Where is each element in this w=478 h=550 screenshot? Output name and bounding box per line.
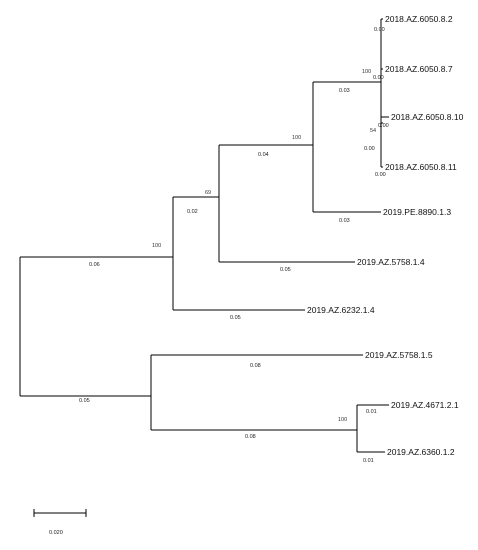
branch-length-label: 0.02	[187, 209, 198, 215]
bootstrap-labels: 100 69 100 100 54 100	[152, 69, 376, 423]
bootstrap-label: 100	[152, 243, 161, 249]
branch-length-label: 0.03	[339, 218, 350, 224]
bootstrap-label: 100	[338, 417, 347, 423]
leaf-label: 2019.AZ.4671.2.1	[391, 400, 459, 410]
leaf-label: 2018.AZ.6050.8.11	[385, 162, 457, 172]
branch-length-label: 0.05	[280, 267, 291, 273]
branch-length-label: 0.00	[364, 146, 375, 152]
leaf-label: 2018.AZ.6050.8.7	[385, 64, 453, 74]
bootstrap-label: 54	[370, 128, 376, 134]
branch-length-label: 0.01	[363, 458, 374, 464]
branch-length-label: 0.00	[373, 75, 384, 81]
branch-length-label: 0.00	[375, 172, 386, 178]
bootstrap-label: 69	[205, 190, 211, 196]
bootstrap-label: 100	[362, 69, 371, 75]
branch-length-label: 0.03	[339, 88, 350, 94]
branch-length-label: 0.06	[89, 262, 100, 268]
branch-length-label: 0.05	[79, 398, 90, 404]
branch-length-label: 0.01	[366, 409, 377, 415]
leaf-label: 2019.PE.8890.1.3	[383, 207, 451, 217]
scale-bar-label: 0.020	[49, 530, 63, 536]
tree-branches	[19, 18, 389, 517]
branch-length-label: 0.08	[245, 434, 256, 440]
branch-length-label: 0.05	[230, 315, 241, 321]
leaf-label: 2019.AZ.6360.1.2	[387, 447, 455, 457]
branch-length-label: 0.00	[374, 27, 385, 33]
leaf-label: 2018.AZ.6050.8.10	[391, 112, 464, 122]
leaf-label: 2019.AZ.5758.1.4	[357, 257, 425, 267]
branch-length-label: 0.00	[378, 123, 389, 129]
leaf-label: 2019.AZ.6232.1.4	[307, 305, 375, 315]
branch-length-label: 0.08	[250, 363, 261, 369]
branch-length-label: 0.04	[258, 152, 269, 158]
leaf-label: 2019.AZ.5758.1.5	[365, 350, 433, 360]
leaf-labels: 2018.AZ.6050.8.2 2018.AZ.6050.8.7 2018.A…	[307, 14, 464, 457]
leaf-label: 2018.AZ.6050.8.2	[385, 14, 453, 24]
branch-length-labels: 0.00 0.00 0.00 0.00 0.03 0.05 0.05 0.08 …	[79, 27, 389, 464]
bootstrap-label: 100	[292, 135, 301, 141]
